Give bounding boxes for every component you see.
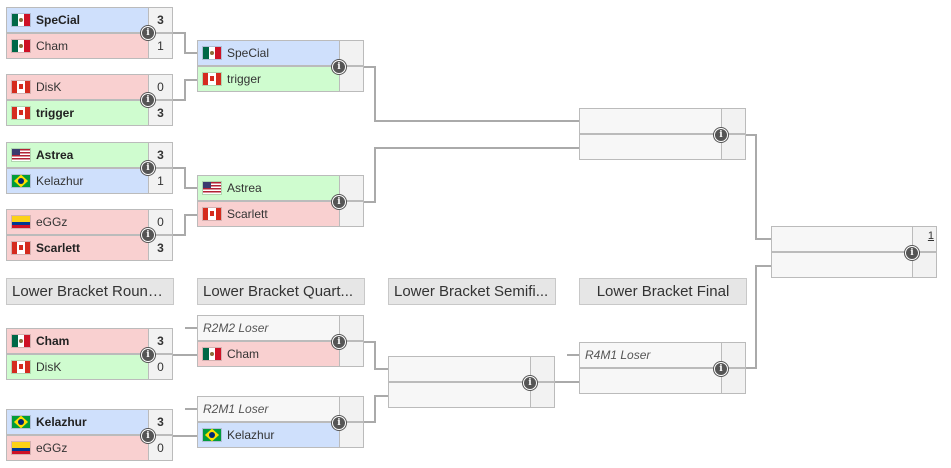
canada-flag-icon [12,361,30,373]
brazil-flag-icon [12,416,30,428]
canada-flag-icon [12,242,30,254]
player-name: Cham [36,334,70,348]
player-name: Astrea [227,181,262,195]
upper-semifinal-match[interactable]: i [579,108,746,160]
info-icon[interactable]: i [141,228,155,242]
connector-line [364,147,579,203]
info-icon[interactable]: i [141,26,155,40]
mexico-flag-icon [12,335,30,347]
player-name: Kelazhur [227,428,275,442]
player-name: DisK [36,360,62,374]
player-name: Cham [36,39,69,53]
player-name: Scarlett [36,241,81,255]
score [530,357,554,381]
player-name: trigger [227,72,262,86]
team-slot-empty[interactable] [579,108,746,134]
info-icon[interactable]: i [332,335,346,349]
player-name: Kelazhur [36,415,87,429]
connector-line [173,167,197,189]
team-slot-empty[interactable] [579,134,746,160]
team-slot[interactable]: Cham 1 [6,33,173,59]
info-icon[interactable]: i [523,376,537,390]
player-name: SpeCial [227,46,270,60]
player-name: Cham [227,347,260,361]
info-icon[interactable]: i [141,429,155,443]
score: 1 [148,34,172,58]
info-icon[interactable]: i [141,348,155,362]
team-slot[interactable]: Kelazhur 3 [6,409,173,435]
team-slot[interactable]: SpeCial 3 [6,7,173,33]
connector-line [173,79,197,101]
team-slot[interactable]: Scarlett 3 [6,235,173,261]
round-header-lb-quarter: Lower Bracket Quart... [197,278,365,305]
placeholder-name: R2M1 Loser [203,402,269,416]
player-name: Kelazhur [36,174,84,188]
colombia-flag-icon [12,216,30,228]
mexico-flag-icon [203,348,221,360]
lower-final-match[interactable]: R4M1 Loser i [579,342,746,394]
colombia-flag-icon [12,442,30,454]
usa-flag-icon [203,182,221,194]
lower-quarter-match-1[interactable]: R2M2 Loser Cham i [197,315,364,367]
canada-flag-icon [203,73,221,85]
upper-r1-match-3[interactable]: Astrea 3 Kelazhur 1 i [6,142,173,194]
lower-quarter-match-2[interactable]: R2M1 Loser Kelazhur i [197,396,364,448]
score: 3 [148,236,172,260]
connector-line [364,66,579,122]
team-slot[interactable]: trigger 3 [6,100,173,126]
mexico-flag-icon [12,14,30,26]
canada-flag-icon [12,81,30,93]
player-name: DisK [36,80,62,94]
info-icon[interactable]: i [905,246,919,260]
upper-r1-match-4[interactable]: eGGz 0 Scarlett 3 i [6,209,173,261]
game-count-link[interactable]: 1 [927,230,934,242]
player-name: eGGz [36,215,68,229]
player-name: Scarlett [227,207,268,221]
info-icon[interactable]: i [332,195,346,209]
brazil-flag-icon [203,429,221,441]
grand-final-match[interactable]: 1 i [771,226,937,278]
round-header-lb-final: Lower Bracket Final [579,278,747,305]
player-name: SpeCial [36,13,81,27]
connector-line [746,134,771,240]
upper-r2-match-1[interactable]: SpeCial trigger i [197,40,364,92]
upper-r2-match-2[interactable]: Astrea Scarlett i [197,175,364,227]
player-name: trigger [36,106,75,120]
connector-line [364,341,388,370]
player-name: Astrea [36,148,74,162]
lower-r1-match-2[interactable]: Kelazhur 3 eGGz 0 i [6,409,173,461]
upper-r1-match-2[interactable]: DisK 0 trigger 3 i [6,74,173,126]
mexico-flag-icon [12,40,30,52]
placeholder-name: R2M2 Loser [203,321,269,335]
canada-flag-icon [12,107,30,119]
team-slot[interactable]: eGGz 0 [6,435,173,461]
score [339,41,363,65]
info-icon[interactable]: i [714,128,728,142]
info-icon[interactable]: i [332,60,346,74]
connector-line [173,32,197,54]
connector-line [173,214,197,236]
info-icon[interactable]: i [332,416,346,430]
placeholder-name: R4M1 Loser [585,348,651,362]
info-icon[interactable]: i [714,362,728,376]
canada-flag-icon [203,208,221,220]
info-icon[interactable]: i [141,161,155,175]
mexico-flag-icon [203,47,221,59]
round-header-lb-round: Lower Bracket Round... [6,278,174,305]
team-slot-empty[interactable]: 1 [771,226,937,252]
player-name: eGGz [36,441,68,455]
connector-line [364,395,388,423]
info-icon[interactable]: i [141,93,155,107]
round-header-lb-semi: Lower Bracket Semifi... [388,278,556,305]
lower-r1-match-1[interactable]: Cham 3 DisK 0 i [6,328,173,380]
connector-line [746,265,771,369]
brazil-flag-icon [12,175,30,187]
lower-semifinal-match[interactable]: i [388,356,555,408]
team-slot[interactable]: R2M1 Loser [197,396,364,422]
usa-flag-icon [12,149,30,161]
upper-r1-match-1[interactable]: SpeCial 3 Cham 1 i [6,7,173,59]
score: 3 [148,410,172,434]
